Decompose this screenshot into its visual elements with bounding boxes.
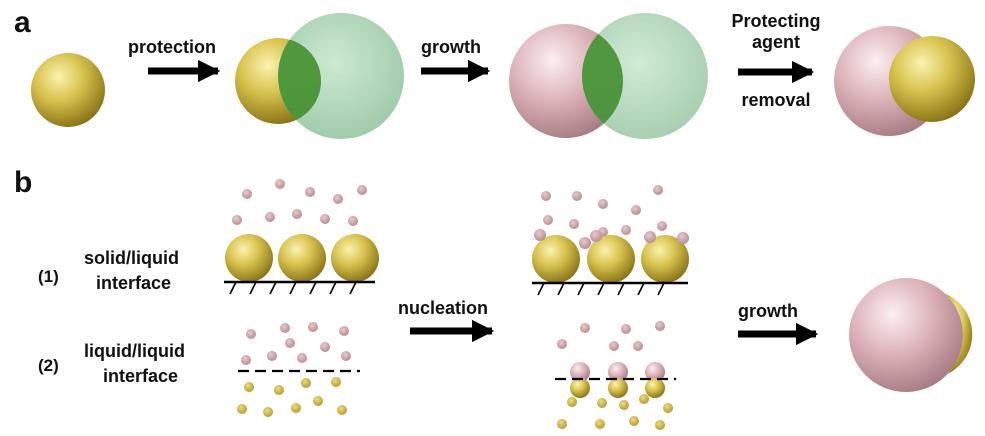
growth-label-a: growth bbox=[421, 37, 481, 57]
pink-nuclei-on-seeds bbox=[534, 229, 689, 249]
panel-a-letter: a bbox=[14, 6, 31, 39]
row1-index: (1) bbox=[38, 267, 59, 286]
janus-particle-b-pink bbox=[849, 278, 963, 392]
gold-seed-particle bbox=[31, 53, 105, 127]
protecting-label-line3: removal bbox=[741, 90, 810, 110]
row2-label-line1: liquid/liquid bbox=[84, 341, 185, 361]
precursor-cloud-liquid-left bbox=[241, 322, 351, 365]
precursor-cloud-solid-left bbox=[232, 179, 367, 226]
row1-label-line1: solid/liquid bbox=[84, 248, 179, 268]
nucleation-label: nucleation bbox=[398, 298, 488, 318]
gold-seeds-solid-right bbox=[532, 235, 689, 283]
panel-b-letter: b bbox=[14, 166, 32, 199]
protecting-label-line2: agent bbox=[752, 32, 800, 52]
janus-particle-gold bbox=[889, 36, 975, 122]
gold-seeds-solid-left bbox=[225, 234, 379, 282]
protecting-label-line1: Protecting bbox=[731, 11, 820, 31]
gold-precursors-liquid-right bbox=[557, 394, 673, 430]
row2-index: (2) bbox=[38, 356, 59, 375]
solid-substrate-left bbox=[224, 280, 375, 295]
row2-label-line2: interface bbox=[103, 366, 178, 386]
gold-precursors-liquid-left bbox=[237, 377, 347, 417]
row1-label-line2: interface bbox=[96, 273, 171, 293]
precursor-cloud-solid-right bbox=[541, 185, 667, 237]
precursor-cloud-liquid-right bbox=[557, 321, 665, 351]
solid-substrate-right bbox=[532, 281, 688, 296]
janus-nuclei-at-interface bbox=[570, 362, 665, 398]
protection-label: protection bbox=[128, 37, 216, 57]
janus-particle-b-gold bbox=[945, 293, 973, 374]
protected-overlap-region-2 bbox=[582, 24, 623, 138]
growth-label-b: growth bbox=[738, 301, 798, 321]
